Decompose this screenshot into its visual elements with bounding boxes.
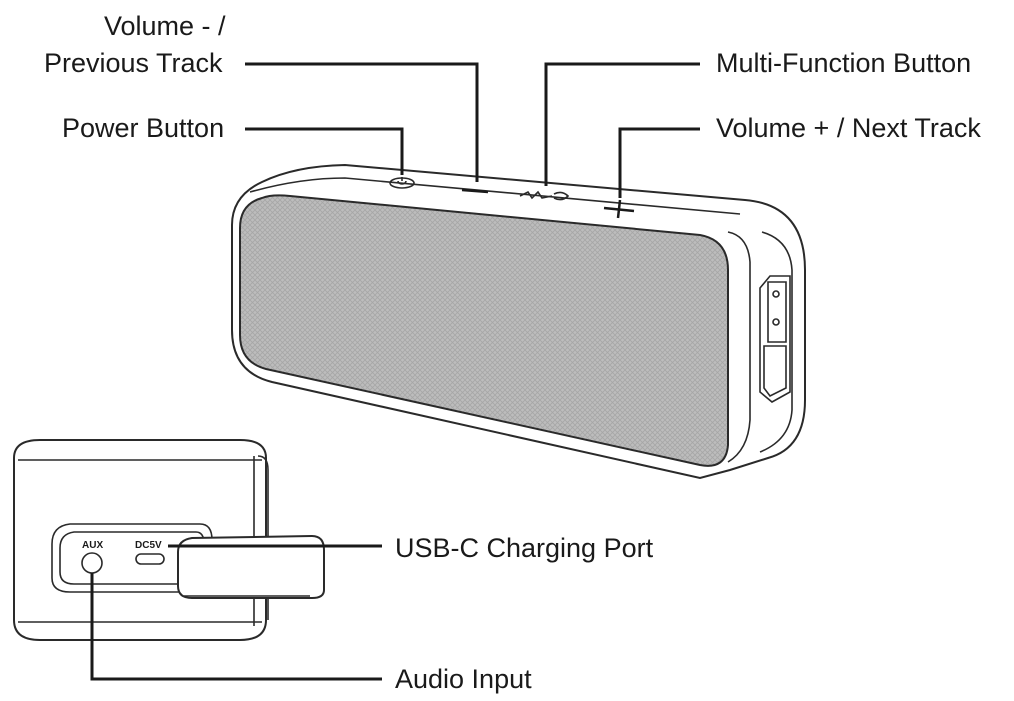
label-multi-function-button: Multi-Function Button bbox=[716, 48, 971, 78]
label-volume-minus-line2: Previous Track bbox=[44, 48, 223, 78]
strap-loop bbox=[759, 275, 791, 403]
leader-audio-input bbox=[90, 573, 382, 681]
label-usb-c-port: USB-C Charging Port bbox=[395, 533, 654, 563]
speaker-grille bbox=[239, 194, 729, 467]
leader-multi-function bbox=[544, 62, 700, 186]
multi-function-icon bbox=[519, 190, 570, 201]
label-volume-plus: Volume + / Next Track bbox=[716, 113, 981, 143]
leader-volume-plus bbox=[618, 127, 700, 198]
label-volume-minus-line1: Volume - / bbox=[104, 11, 226, 41]
leader-power bbox=[245, 127, 404, 175]
dc-marking: DC5V bbox=[135, 540, 162, 551]
aux-marking: AUX bbox=[82, 540, 103, 551]
speaker-side-view bbox=[13, 439, 325, 641]
volume-minus-icon bbox=[461, 188, 489, 194]
power-icon bbox=[389, 177, 415, 189]
label-audio-input: Audio Input bbox=[395, 664, 532, 694]
label-power-button: Power Button bbox=[62, 113, 224, 143]
usb-c-port bbox=[135, 553, 165, 565]
leader-volume-minus bbox=[245, 62, 479, 182]
volume-plus-icon bbox=[603, 199, 635, 219]
